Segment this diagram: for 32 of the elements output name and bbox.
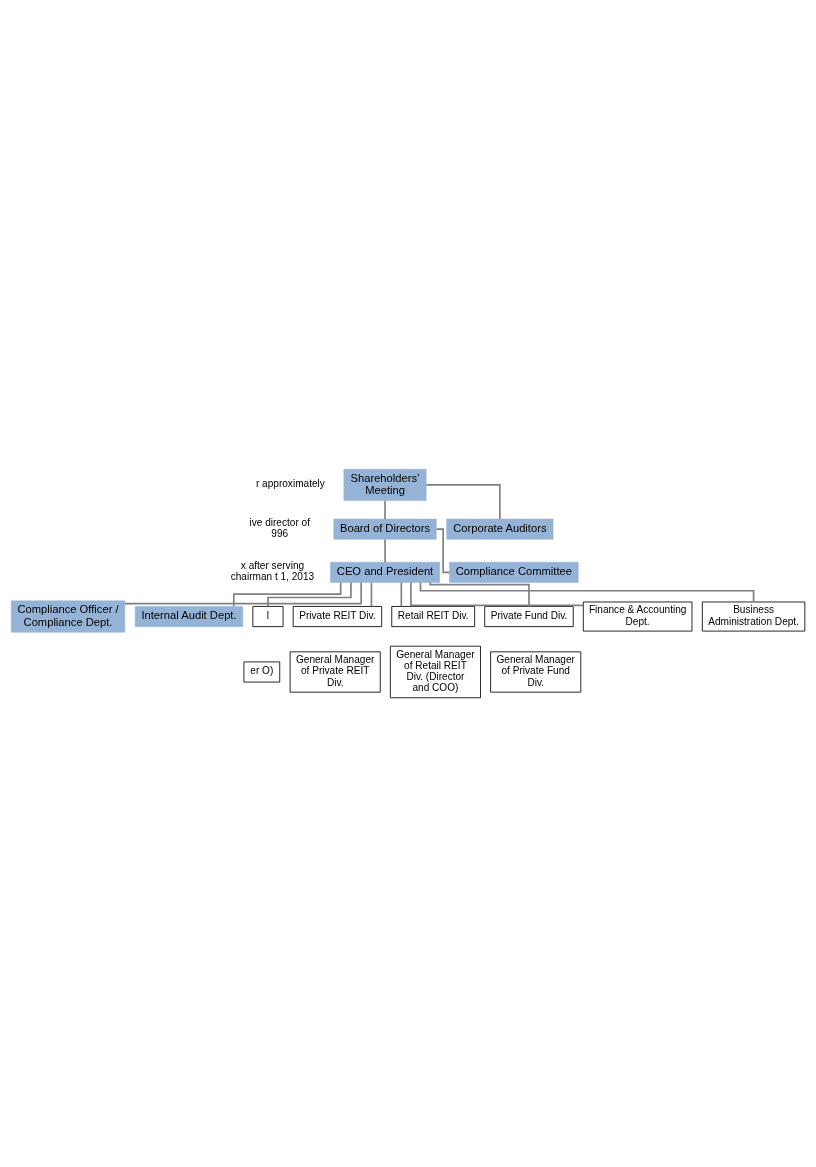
node-box: Business Administration Dept.	[701, 601, 806, 632]
node-box: General Manager of Private Fund Div.	[490, 651, 582, 693]
connector	[435, 528, 451, 574]
node-box: Private REIT Div.	[292, 606, 383, 628]
node-box: Compliance Committee	[449, 561, 579, 583]
connector	[370, 581, 373, 608]
connector	[429, 581, 530, 608]
node-box: Retail REIT Div.	[391, 606, 476, 628]
node-box: General Manager of Private REIT Div.	[289, 651, 381, 693]
node-box: er O)	[243, 661, 281, 683]
node-box: Finance & Accounting Dept.	[582, 601, 693, 632]
node-box: Board of Directors	[333, 518, 437, 540]
connector	[419, 581, 755, 603]
connector	[384, 538, 386, 563]
node-box: CEO and President	[330, 561, 440, 583]
label: ive director of 996	[249, 517, 310, 540]
label: r approximately	[255, 478, 325, 490]
node-box: Corporate Auditors	[446, 518, 554, 540]
node-box: Shareholders’ Meeting	[343, 468, 427, 501]
connector	[425, 484, 501, 520]
connector	[124, 581, 362, 605]
connector	[410, 581, 585, 607]
connector	[232, 581, 342, 608]
node-box: Compliance Officer / Compliance Dept.	[10, 600, 126, 633]
node-box: Private Fund Div.	[484, 606, 574, 628]
connector	[384, 499, 386, 520]
connector	[400, 581, 403, 608]
connector	[267, 581, 352, 608]
label: x after serving chairman t 1, 2013	[230, 560, 315, 583]
node-box: l	[252, 606, 284, 628]
node-box: Internal Audit Dept.	[134, 606, 244, 627]
node-box: General Manager of Retail REIT Div. (Director and COO)	[389, 645, 481, 699]
